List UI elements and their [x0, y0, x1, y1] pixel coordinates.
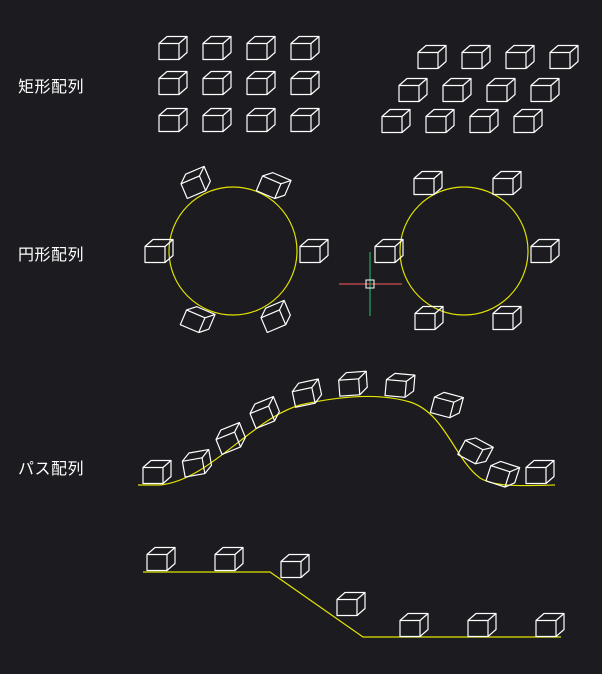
- path-array-box-2: [215, 421, 246, 456]
- skew-rect-array-box-0-3: [549, 44, 579, 70]
- polyline-array-box-5: [467, 612, 497, 638]
- polar-rotated-box-0: [299, 238, 329, 264]
- rect-array-box-0-3: [290, 35, 320, 61]
- label-polar-array: 円形配列: [18, 245, 85, 264]
- polyline-array-box-4: [399, 612, 429, 638]
- skew-rect-array-box-1-3: [530, 77, 560, 103]
- polar-aligned-box-0: [530, 238, 560, 264]
- rect-array-box-2-3: [290, 107, 320, 133]
- rect-array-box-0-0: [158, 35, 188, 61]
- guide-curves: [138, 186, 561, 638]
- array-objects: [142, 35, 579, 638]
- polar-rotated-box-3: [144, 238, 174, 264]
- skew-rect-array-box-1-1: [442, 77, 472, 103]
- rect-array-box-2-0: [158, 107, 188, 133]
- polar-aligned-box-1: [492, 170, 522, 196]
- path-array-box-0: [142, 459, 172, 485]
- polar-aligned-box-4: [414, 305, 444, 331]
- skew-rect-array-box-0-1: [461, 44, 491, 70]
- polar-aligned-box-3: [374, 238, 404, 264]
- crosshair-ucs-icon: [339, 252, 402, 316]
- skew-rect-array-box-1-2: [486, 77, 516, 103]
- polar-aligned-box-5: [492, 305, 522, 331]
- path-array-box-5: [338, 370, 368, 397]
- skew-rect-array-box-2-2: [469, 108, 499, 134]
- path-array-box-10: [525, 459, 555, 485]
- skew-rect-array-box-2-1: [425, 108, 455, 134]
- polar-guide-circle-rotated: [168, 186, 298, 316]
- path-array-box-1: [181, 448, 213, 478]
- polar-rotated-box-5: [260, 299, 291, 334]
- rect-array-box-0-1: [202, 35, 232, 61]
- rect-array-box-2-2: [246, 107, 276, 133]
- polyline-array-box-3: [336, 591, 366, 617]
- polyline-array-box-0: [146, 546, 176, 572]
- rect-array-box-1-2: [246, 70, 276, 96]
- path-array-box-9: [485, 460, 521, 488]
- label-path-array: パス配列: [18, 459, 85, 478]
- path-array-box-3: [249, 395, 280, 430]
- path-array-box-4: [291, 378, 323, 408]
- polar-rotated-box-1: [255, 172, 292, 200]
- rect-array-box-1-0: [158, 70, 188, 96]
- rect-array-box-0-2: [246, 35, 276, 61]
- skew-rect-array-box-0-0: [417, 44, 447, 70]
- polar-guide-circle-aligned: [399, 186, 529, 316]
- polyline-array-box-2: [280, 553, 310, 579]
- polar-rotated-box-4: [179, 306, 216, 334]
- path-guide-polyline: [143, 571, 561, 638]
- path-array-box-8: [457, 437, 494, 465]
- skew-rect-array-box-2-3: [513, 108, 543, 134]
- path-array-box-6: [384, 372, 416, 398]
- polyline-array-box-1: [214, 546, 244, 572]
- skew-rect-array-box-2-0: [381, 108, 411, 134]
- rect-array-box-1-1: [202, 70, 232, 96]
- rect-array-box-1-3: [290, 70, 320, 96]
- cursor-pickbox: [365, 279, 375, 289]
- skew-rect-array-box-1-0: [398, 77, 428, 103]
- skew-rect-array-box-0-2: [505, 44, 535, 70]
- path-guide-curve: [138, 396, 556, 487]
- polar-rotated-box-2: [180, 165, 211, 200]
- path-array-box-7: [429, 391, 464, 419]
- label-rectangular-array: 矩形配列: [18, 77, 85, 96]
- rect-array-box-2-1: [202, 107, 232, 133]
- polar-aligned-box-2: [413, 170, 443, 196]
- polyline-array-box-6: [535, 612, 565, 638]
